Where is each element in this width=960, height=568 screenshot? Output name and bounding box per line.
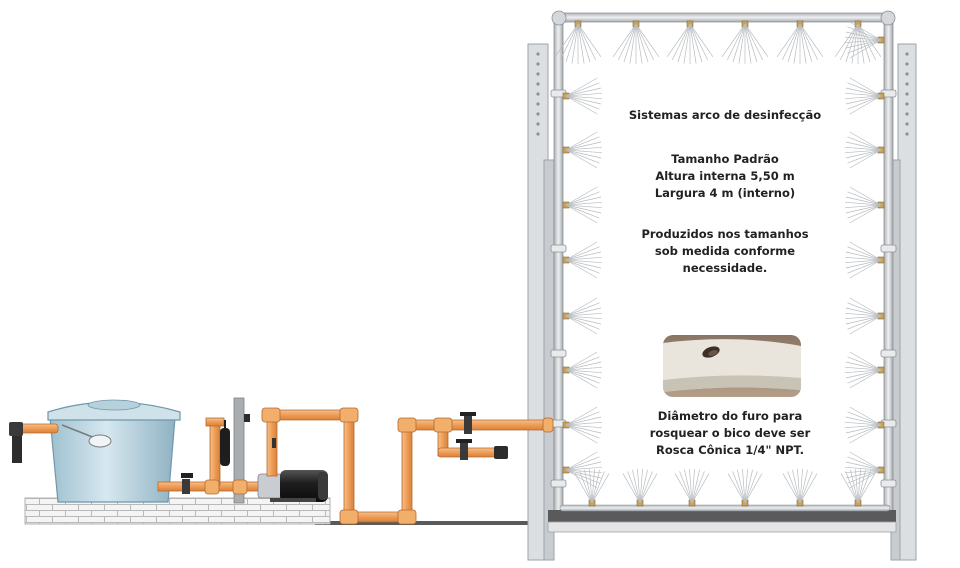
spray-nozzle-icon	[782, 469, 818, 507]
custom-line-1: Produzidos nos tamanhos	[641, 227, 809, 241]
spray-nozzle-icon	[666, 20, 714, 64]
spray-nozzle-icon	[845, 406, 885, 444]
spray-nozzle-icon	[840, 469, 876, 507]
spray-nozzle-icon	[574, 469, 610, 507]
valve-icon	[456, 439, 472, 460]
spray-nozzle-icon	[845, 241, 885, 279]
standard-line-2: Altura interna 5,50 m	[655, 169, 795, 183]
arch-frame	[527, 10, 917, 561]
spray-nozzle-icon	[562, 297, 602, 335]
hole-line-2: rosquear o bico deve ser	[649, 426, 811, 440]
piping-network	[157, 397, 554, 525]
valve-icon	[460, 412, 476, 434]
spray-nozzle-icon	[562, 451, 602, 489]
spray-nozzle-icon	[721, 20, 769, 64]
valve-icon	[181, 473, 193, 494]
spray-nozzle-icon	[622, 469, 658, 507]
hole-diameter-text: Diâmetro do furo para rosquear o bico de…	[640, 408, 820, 459]
spray-nozzle-icon	[845, 131, 885, 169]
spray-nozzles	[554, 20, 885, 507]
spray-nozzle-icon	[562, 77, 602, 115]
custom-line-2: sob medida conforme	[654, 244, 796, 258]
standard-line-3: Largura 4 m (interno)	[654, 186, 796, 200]
standard-line-1: Tamanho Padrão	[671, 152, 779, 166]
standard-size-text: Tamanho Padrão Altura interna 5,50 m Lar…	[610, 151, 840, 202]
pump-motor-icon	[257, 470, 328, 502]
title-line: Sistemas arco de desinfecção	[628, 108, 822, 122]
spray-nozzle-icon	[845, 451, 885, 489]
diagram-title: Sistemas arco de desinfecção	[610, 107, 840, 124]
custom-size-text: Produzidos nos tamanhos sob medida confo…	[610, 226, 840, 277]
bottom-drain-bar	[548, 510, 896, 522]
spray-nozzle-icon	[562, 241, 602, 279]
pipe-photo-icon	[663, 335, 801, 397]
hole-line-3: Rosca Cônica 1/4" NPT.	[656, 443, 804, 457]
spray-nozzle-icon	[674, 469, 710, 507]
spray-nozzle-icon	[562, 131, 602, 169]
top-manifold-pipe	[559, 12, 891, 23]
spray-nozzle-icon	[845, 351, 885, 389]
water-tank-icon	[9, 399, 331, 525]
spray-nozzle-icon	[562, 351, 602, 389]
spray-nozzle-icon	[562, 186, 602, 224]
spray-nozzle-icon	[845, 297, 885, 335]
spray-nozzle-icon	[845, 186, 885, 224]
spray-nozzle-icon	[845, 77, 885, 115]
spray-nozzle-icon	[554, 20, 602, 64]
spray-nozzle-icon	[845, 21, 885, 59]
ground-line	[315, 521, 545, 525]
spray-nozzle-icon	[612, 20, 660, 64]
filter-icon	[220, 420, 230, 466]
hole-line-1: Diâmetro do furo para	[657, 409, 803, 423]
right-column	[897, 43, 917, 561]
spray-nozzle-icon	[562, 406, 602, 444]
spray-nozzle-icon	[776, 20, 824, 64]
custom-line-3: necessidade.	[682, 261, 768, 275]
spray-nozzle-icon	[727, 469, 763, 507]
